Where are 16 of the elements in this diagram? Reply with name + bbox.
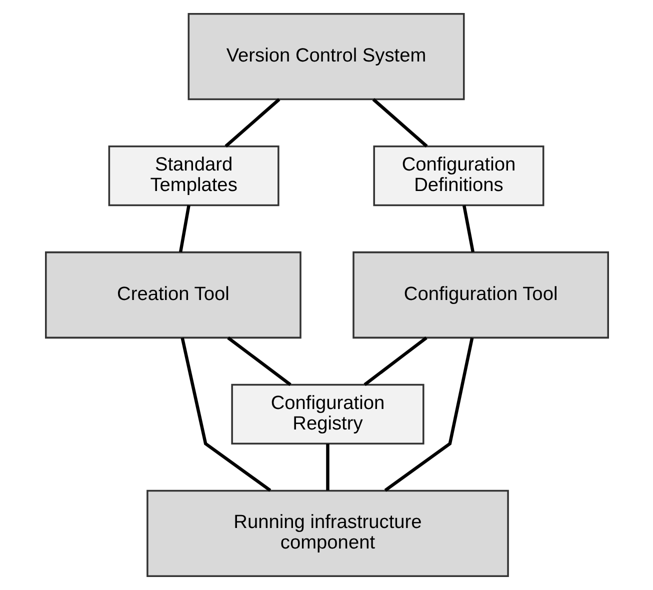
node-box: Configuration Tool [352,251,608,339]
connector [326,444,329,490]
node-box: Version Control System [187,13,464,100]
connector [372,98,428,148]
node-box: Running infrastructure component [146,490,508,577]
connector [224,98,280,148]
node-box: Configuration Registry [230,384,424,445]
node-box: Standard Templates [108,145,279,206]
node-box: Configuration Definitions [372,145,544,206]
node-box: Creation Tool [44,251,301,339]
connector [226,336,291,386]
connector [180,338,271,492]
connector [384,338,474,492]
connector [462,205,474,252]
connector [178,205,190,252]
connector [363,336,427,386]
